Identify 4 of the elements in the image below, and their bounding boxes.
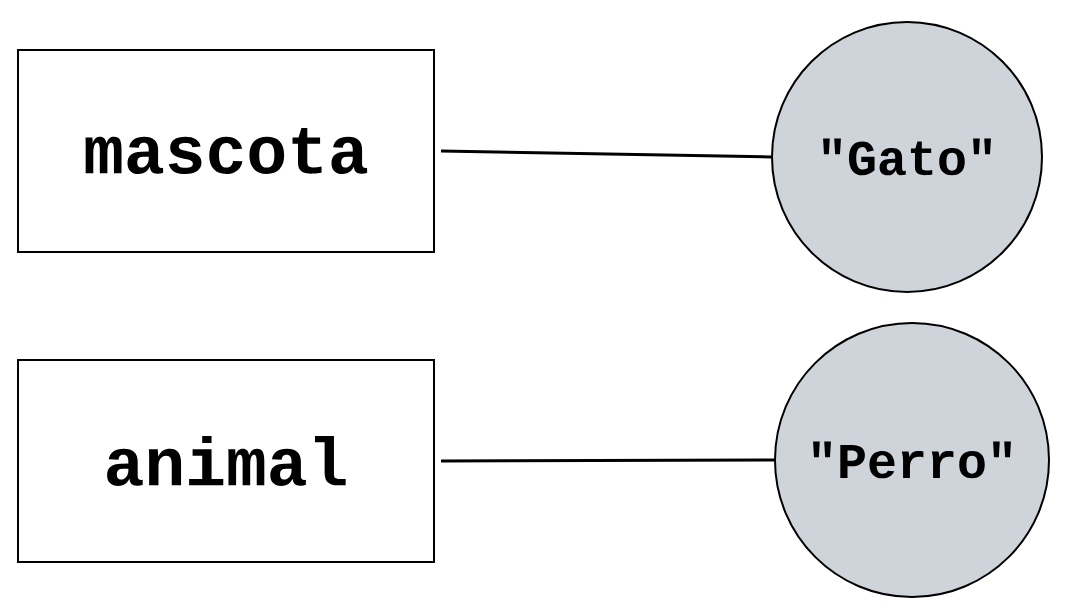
label-box: animal: [17, 359, 435, 563]
connector-line: [441, 458, 774, 463]
connector-line: [440, 149, 772, 159]
label-box: mascota: [17, 49, 435, 253]
